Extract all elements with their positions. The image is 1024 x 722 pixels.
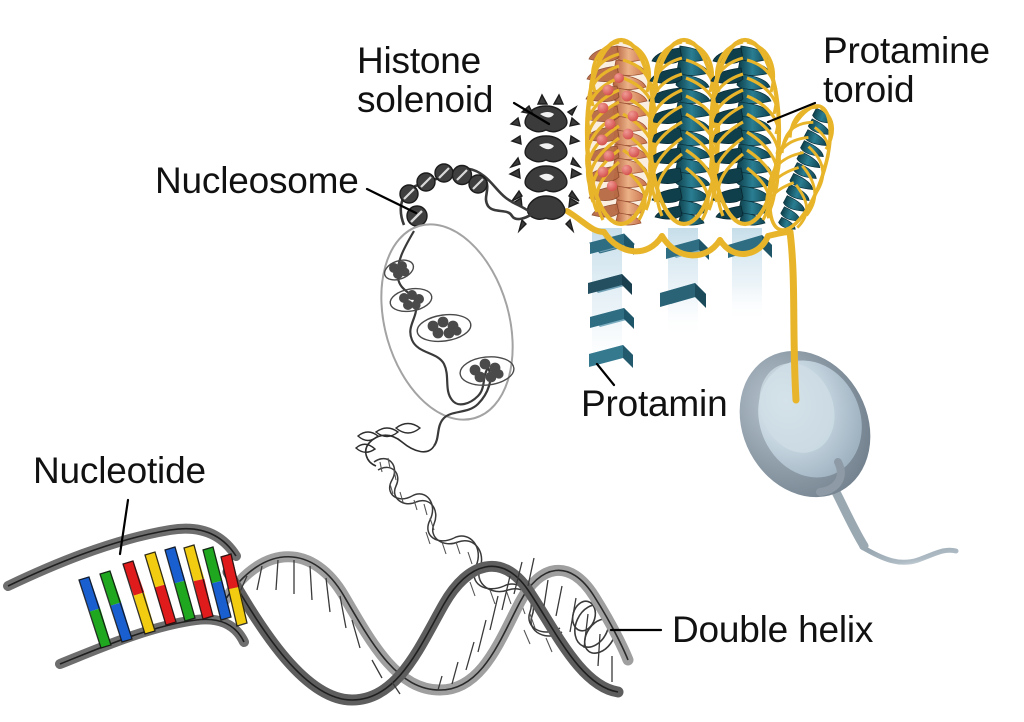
loop-outline [380, 223, 514, 421]
toroid-dna-coils [778, 107, 834, 230]
sperm-midpiece [816, 458, 845, 496]
base-pair-group [78, 544, 248, 648]
label-nucleotide: Nucleotide [33, 450, 206, 491]
double-helix [219, 551, 634, 706]
chromatin-loop-domain [380, 223, 515, 447]
leader-protamine-toroid [766, 101, 817, 124]
protamin-disc [660, 283, 706, 308]
protamine-toroid [584, 37, 658, 227]
nucleosome-bead [468, 174, 488, 194]
protamine-strand-loop-3 [717, 233, 771, 257]
protamine-strand-loop-2 [659, 233, 723, 259]
protamin-disc [590, 308, 634, 329]
histone-solenoid [508, 93, 583, 234]
label-histone-solenoid: Histone solenoid [357, 40, 494, 120]
protamin-disc [588, 274, 632, 295]
toroid-dna-coils [675, 45, 711, 226]
sperm-cell [739, 350, 959, 565]
helix-rungs [238, 557, 613, 695]
protamine-strand-group [564, 208, 800, 404]
toroid-protamine-beads [596, 73, 640, 192]
nucleosome-chain [399, 163, 533, 227]
base-top [78, 576, 101, 612]
leader-nucleosome [365, 187, 418, 215]
label-protamine-toroid: Protamine toroid [823, 30, 990, 110]
ladder-backbone-bottom-outline [59, 618, 245, 665]
nucleosome-bead [434, 163, 454, 183]
helix-strand-dark [222, 560, 624, 706]
chromatin-cluster [416, 313, 472, 343]
chromatin-cluster [383, 259, 415, 281]
helix-strand-light-outline [224, 555, 629, 691]
leader-protamin [595, 362, 616, 387]
toroid-protamine-wraps [765, 104, 835, 232]
label-double-helix: Double helix [672, 609, 874, 650]
linker-dna-kinks [482, 175, 533, 221]
leader-histone-solenoid [512, 101, 551, 126]
chromatin-fiber-lower [433, 367, 492, 447]
sperm-tail-tip [859, 544, 959, 565]
label-nucleosome: Nucleosome [155, 160, 359, 201]
leader-nucleotide [118, 498, 130, 556]
label-protamin: Protamin [581, 383, 728, 424]
helix-strand-dark-outline [227, 565, 619, 701]
protamine-toroid [765, 104, 835, 232]
nucleosome-bead [399, 184, 419, 204]
protamine-strand-bridge [765, 229, 793, 239]
chromatin-cluster [459, 356, 515, 386]
protamine-strand-to-sperm [786, 228, 800, 404]
protamin-disc [589, 345, 633, 368]
nucleotide-ladder [3, 523, 249, 669]
protamine-toroid [708, 37, 782, 227]
transition-helix [354, 422, 617, 654]
protamine-toroid [647, 37, 721, 227]
nucleosome-bead [416, 172, 436, 192]
base-bottom [89, 608, 112, 648]
helix-strand-light [219, 551, 634, 696]
sperm-nucleus-highlight [759, 363, 835, 453]
base-pair-outlines [78, 544, 248, 649]
nucleosome-bead [451, 164, 473, 186]
chromatin-fiber [396, 230, 489, 406]
leader-lines [118, 101, 817, 632]
ladder-backbone-top-outline [7, 527, 237, 587]
protamine-strand-loop-1 [601, 229, 665, 255]
chromatin-cluster [389, 287, 433, 313]
